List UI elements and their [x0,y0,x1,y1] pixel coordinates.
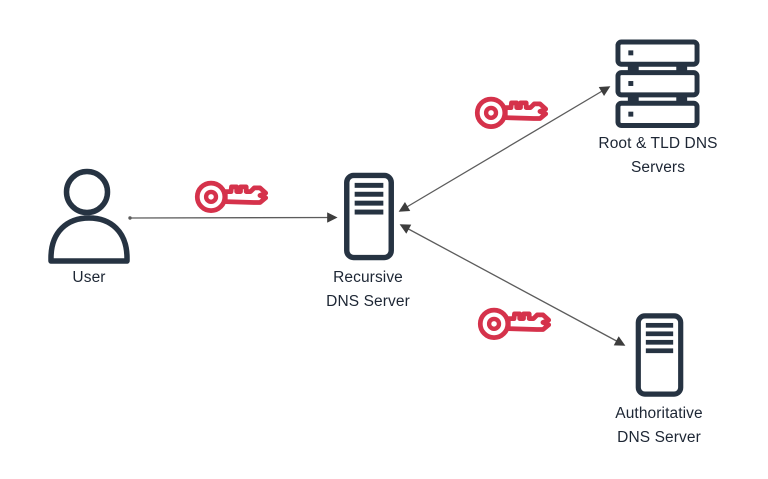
edge-recursive-to-roottld-arrow [398,86,611,212]
key-icon [474,96,549,129]
recursive-server-label: Recursive DNS Server [326,269,410,310]
edge-recursive-to-authoritative-arrow [399,224,626,346]
edge-user-to-recursive-arrow [128,212,338,223]
key-icon [194,180,269,213]
server-rack-icon [615,39,700,128]
server-tower-icon [635,313,684,397]
authoritative-server-label: Authoritative DNS Server [615,405,703,446]
user-label: User [72,269,106,286]
key-icon [477,307,552,340]
root-tld-servers-label: Root & TLD DNS Servers [598,135,718,176]
server-tower-icon [344,172,394,261]
person-icon [48,168,130,264]
